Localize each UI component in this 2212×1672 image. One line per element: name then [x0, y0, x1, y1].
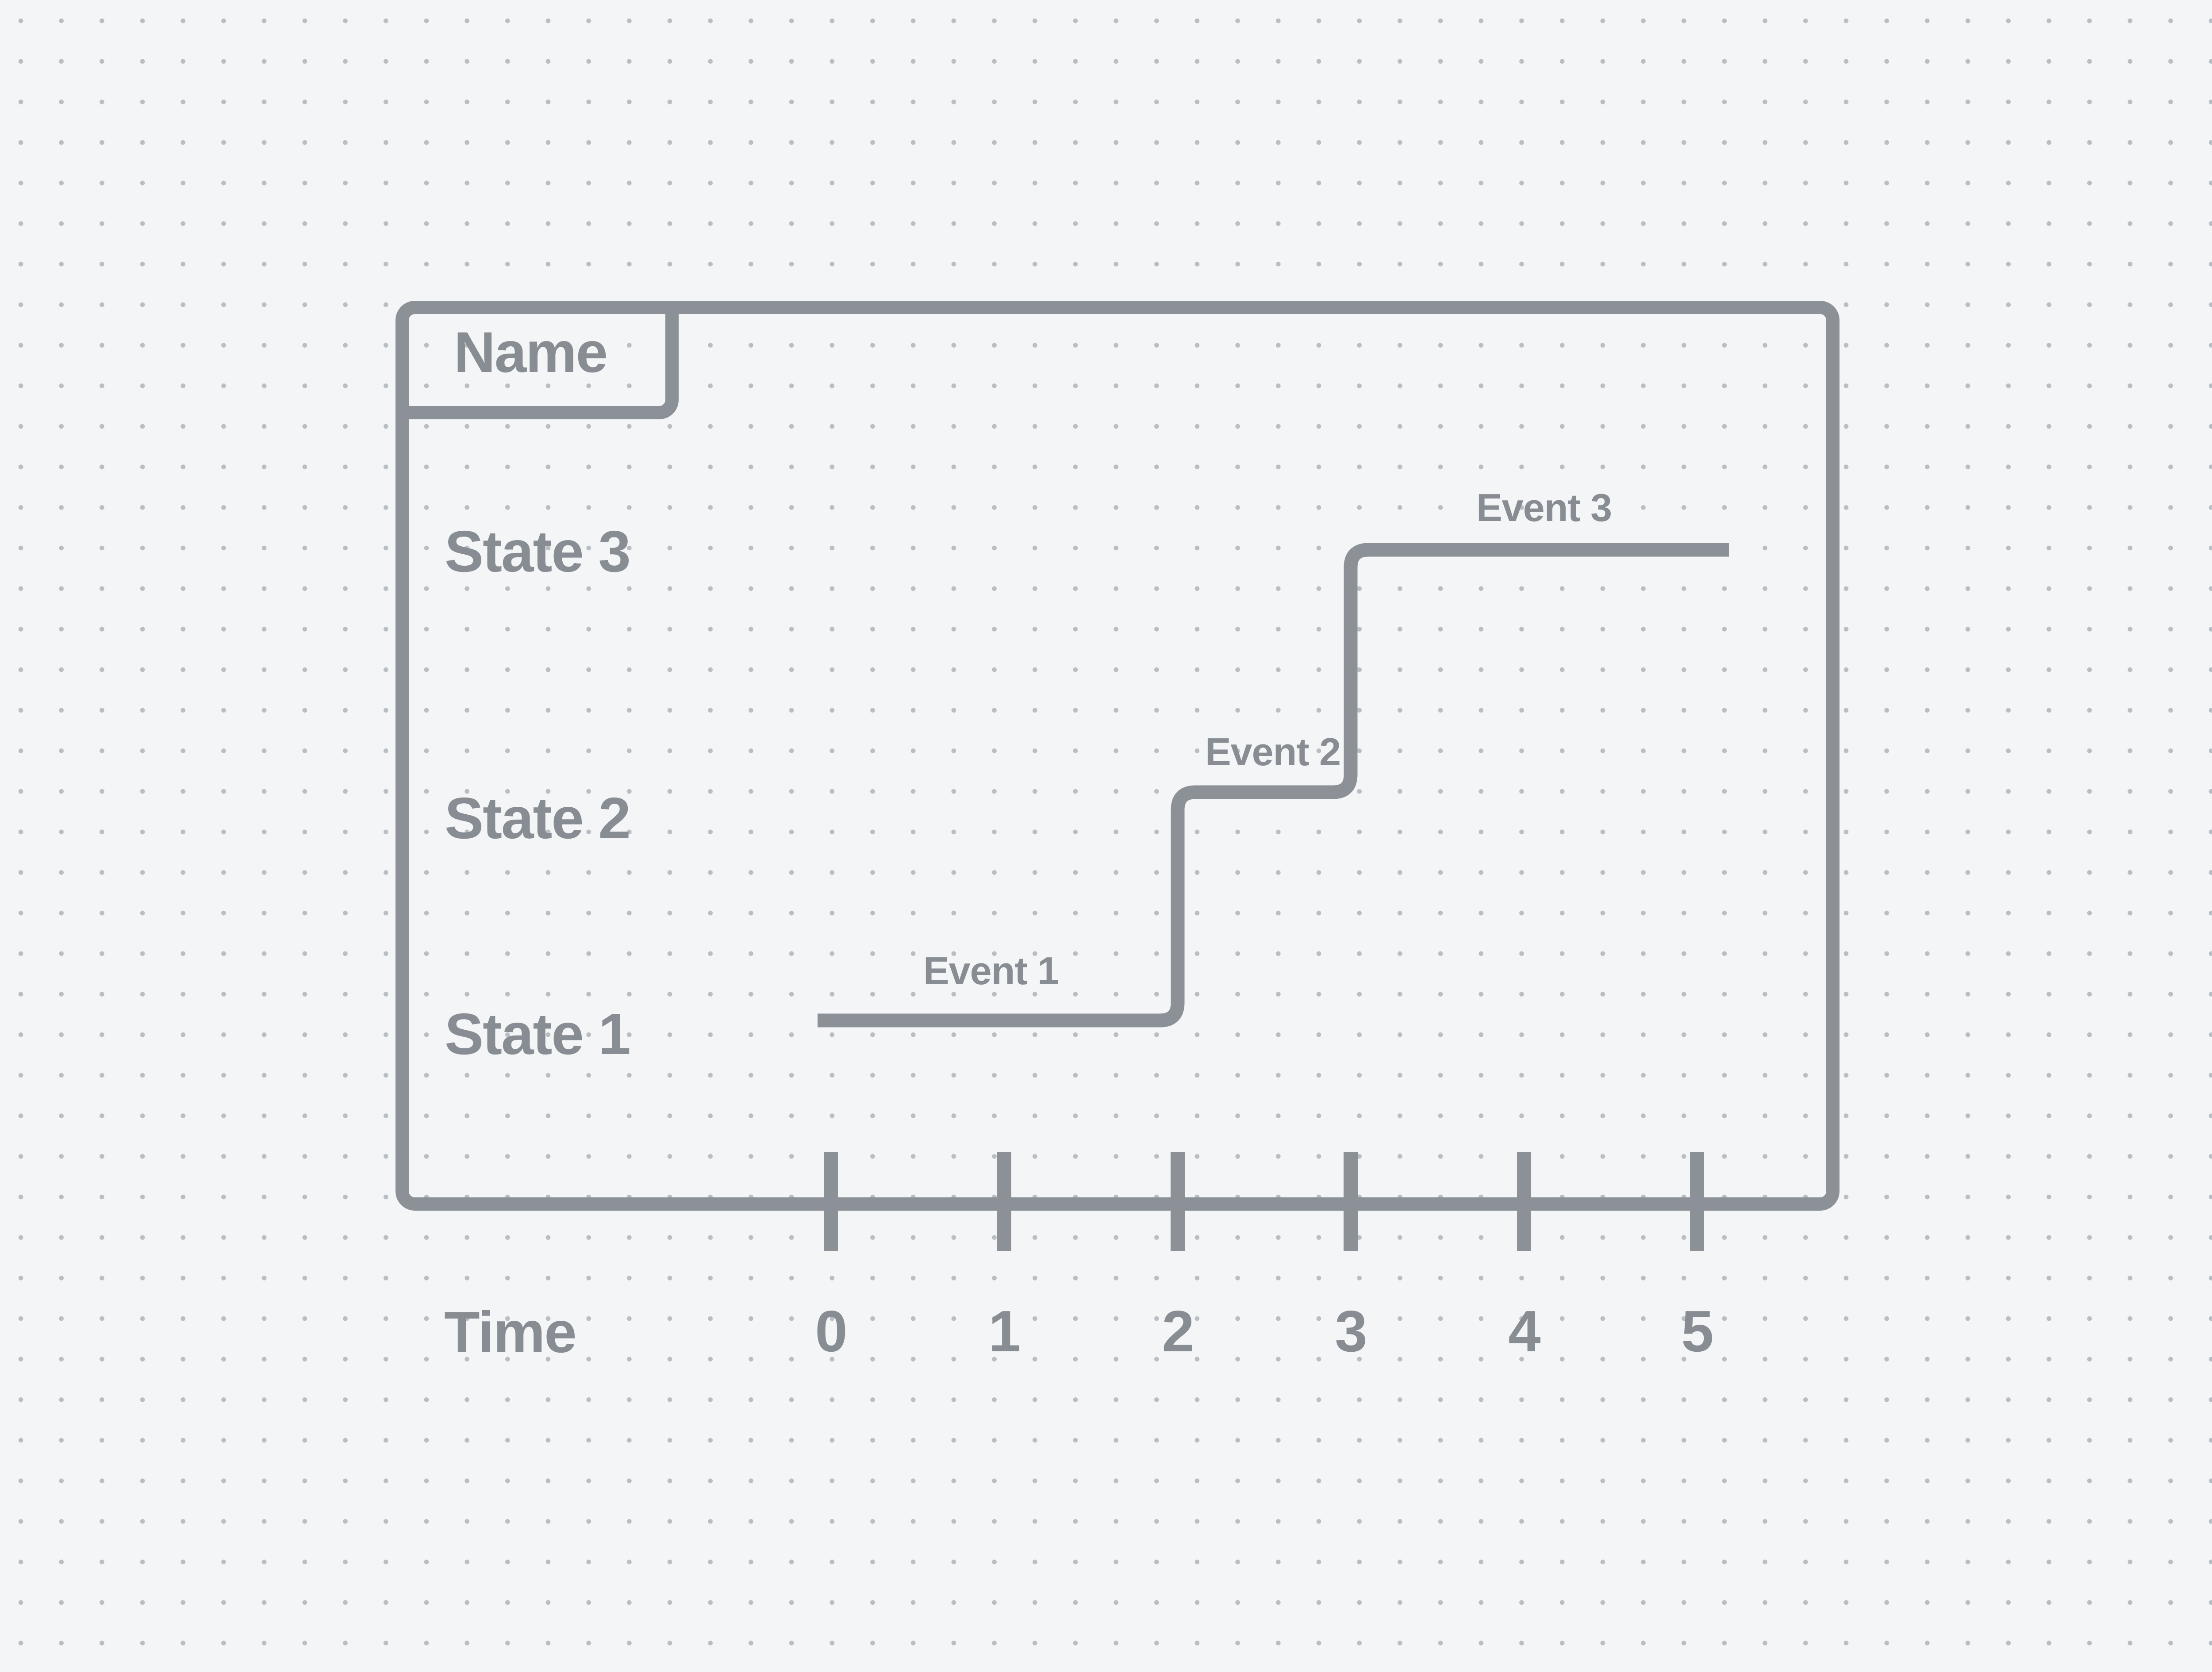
tick-label-5[interactable]: 5: [1681, 1299, 1713, 1364]
tick-label-4[interactable]: 4: [1508, 1299, 1540, 1364]
tick-label-2[interactable]: 2: [1162, 1299, 1194, 1364]
event-label-3[interactable]: Event 3: [1476, 486, 1612, 529]
state-label-2[interactable]: State 2: [445, 786, 631, 851]
state-label-1[interactable]: State 1: [445, 1001, 631, 1066]
time-axis-tick-4: [1517, 1152, 1531, 1251]
event-label-1[interactable]: Event 1: [923, 949, 1059, 993]
step-line-path[interactable]: [818, 543, 1729, 1028]
time-axis-title[interactable]: Time: [444, 1300, 577, 1365]
tick-label-0[interactable]: 0: [815, 1299, 847, 1364]
time-axis-tick-1: [997, 1152, 1011, 1251]
frame-name-cell[interactable]: Name: [396, 301, 679, 419]
tick-label-1[interactable]: 1: [988, 1299, 1021, 1364]
timing-diagram-frame[interactable]: [396, 301, 1839, 1211]
time-axis-tick-2: [1171, 1152, 1185, 1251]
tick-label-3[interactable]: 3: [1335, 1299, 1367, 1364]
time-axis-tick-3: [1344, 1152, 1358, 1251]
time-axis-tick-5: [1690, 1152, 1704, 1251]
event-label-2[interactable]: Event 2: [1205, 730, 1341, 774]
state-label-3[interactable]: State 3: [445, 519, 631, 584]
time-axis-tick-0: [824, 1152, 838, 1251]
frame-name-label[interactable]: Name: [453, 320, 608, 384]
